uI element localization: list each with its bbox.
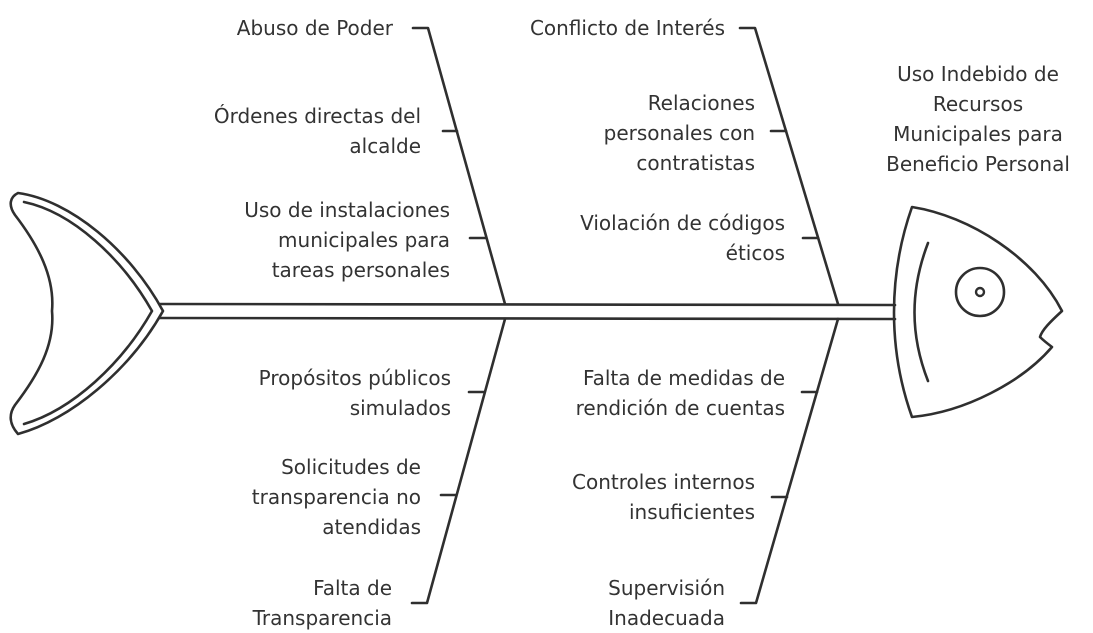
effect-label: Uso Indebido de Recursos Municipales par… xyxy=(862,59,1093,179)
cause-line: Órdenes directas del xyxy=(213,104,421,128)
category-abuso-de-poder: Abuso de Poder xyxy=(237,13,393,43)
cause-line: Falta de medidas de xyxy=(582,366,785,390)
cause-violacion-codigos: Violación de códigos éticos xyxy=(580,208,785,268)
cause-solicitudes-transparencia: Solicitudes de transparencia no atendida… xyxy=(252,452,421,542)
bone-abuso-de-poder xyxy=(411,26,507,306)
category-title-line: Supervisión xyxy=(608,576,725,600)
category-conflicto-de-interes: Conflicto de Interés xyxy=(530,13,725,43)
category-title: Abuso de Poder xyxy=(236,16,393,40)
cause-line: Relaciones xyxy=(647,91,755,115)
fish-spine xyxy=(158,302,897,321)
bone-falta-de-transparencia xyxy=(410,317,507,605)
cause-line: municipales para xyxy=(278,228,450,252)
effect-line: Municipales para xyxy=(893,122,1063,146)
effect-line: Recursos xyxy=(932,92,1024,116)
cause-line: simulados xyxy=(349,396,451,420)
category-title: Conflicto de Interés xyxy=(529,16,725,40)
cause-line: transparencia no xyxy=(251,485,421,509)
effect-line: Beneficio Personal xyxy=(886,152,1070,176)
cause-falta-medidas: Falta de medidas de rendición de cuentas xyxy=(576,363,785,423)
cause-line: insuficientes xyxy=(628,500,755,524)
bone-supervision-inadecuada xyxy=(739,317,840,605)
cause-uso-instalaciones: Uso de instalaciones municipales para ta… xyxy=(244,195,450,285)
cause-line: Uso de instalaciones xyxy=(244,198,450,222)
category-title-line: Inadecuada xyxy=(608,606,725,630)
fish-eye xyxy=(954,266,1006,318)
cause-line: alcalde xyxy=(349,134,421,158)
fish-head xyxy=(892,205,1064,419)
category-title-line: Falta de xyxy=(313,576,392,600)
category-title-line: Transparencia xyxy=(252,606,392,630)
cause-line: personales con xyxy=(603,121,755,145)
cause-line: atendidas xyxy=(322,515,421,539)
category-supervision-inadecuada: Supervisión Inadecuada xyxy=(608,573,725,633)
fish-tail xyxy=(9,191,165,436)
cause-line: Controles internos xyxy=(572,470,755,494)
cause-line: rendición de cuentas xyxy=(575,396,785,420)
cause-line: Propósitos públicos xyxy=(258,366,451,390)
category-falta-de-transparencia: Falta de Transparencia xyxy=(253,573,392,633)
cause-line: éticos xyxy=(725,241,785,265)
cause-line: Solicitudes de xyxy=(281,455,421,479)
cause-relaciones-personales: Relaciones personales con contratistas xyxy=(604,88,755,178)
bone-conflicto-de-interes xyxy=(738,26,840,306)
cause-ordenes-directas: Órdenes directas del alcalde xyxy=(214,101,421,161)
cause-line: tareas personales xyxy=(271,258,450,282)
effect-line: Uso Indebido de xyxy=(897,62,1059,86)
cause-propositos-publicos: Propósitos públicos simulados xyxy=(259,363,451,423)
cause-line: Violación de códigos xyxy=(580,211,785,235)
cause-controles-internos: Controles internos insuficientes xyxy=(572,467,755,527)
cause-line: contratistas xyxy=(636,151,755,175)
